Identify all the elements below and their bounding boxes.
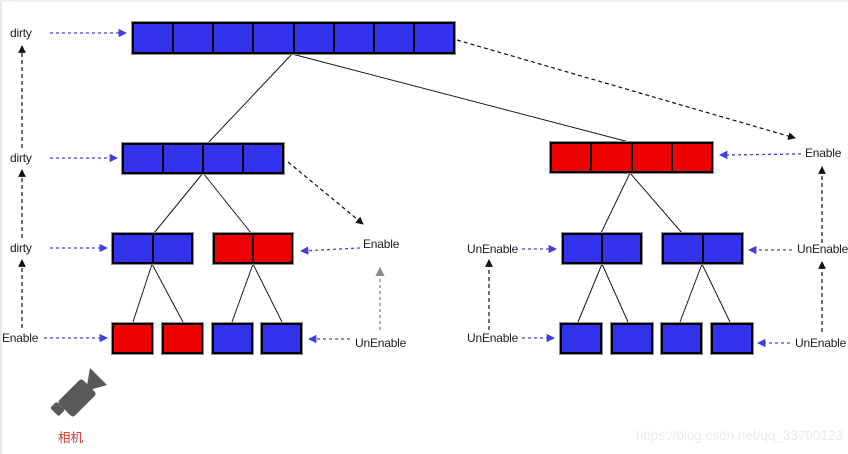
leaf-left-3: [211, 322, 254, 355]
node-cell: [242, 143, 284, 174]
node-cell: [151, 233, 193, 264]
node-cell: [711, 323, 753, 354]
label-unenable-leaf-right-b: UnEnable: [795, 336, 847, 350]
node-cell: [212, 22, 255, 54]
node-cell: [372, 22, 415, 54]
label-enable-leaf-left: Enable: [2, 331, 39, 345]
tree-edge: [291, 53, 630, 143]
node-cell: [261, 323, 302, 354]
blue-dashed-arrows: [44, 28, 802, 348]
tree-edge: [679, 263, 703, 323]
tree-edges: [132, 53, 731, 323]
enable-arrow: [299, 246, 361, 255]
watermark-text: https://blog.csdn.net/qq_33700123: [635, 428, 843, 443]
node-cell: [112, 323, 153, 354]
tree-edge: [629, 172, 683, 234]
node-cell: [412, 22, 455, 54]
node-cell: [601, 233, 642, 264]
tree-edge: [206, 53, 293, 145]
label-unenable-leaf-mid: UnEnable: [355, 336, 407, 350]
node-cell: [701, 233, 743, 264]
root-to-enable-arrow: [456, 39, 796, 140]
node-cell: [562, 233, 603, 264]
label-unenable-level3-left: UnEnable: [467, 242, 519, 256]
node-cell: [132, 22, 175, 54]
tree-edge: [701, 263, 731, 323]
tree-edge: [601, 263, 629, 323]
node-cell: [252, 22, 295, 54]
leaf-right-1: [559, 322, 603, 355]
label-dirty-level1: dirty: [10, 26, 32, 40]
leaf-right-3: [660, 322, 703, 355]
node-cell: [590, 142, 633, 173]
tree-edge: [202, 172, 252, 234]
root-node: [131, 21, 456, 55]
node-cell: [662, 233, 704, 264]
label-enable-right: Enable: [805, 146, 842, 160]
left-edge-line: [0, 0, 2, 454]
node-cell: [560, 323, 602, 354]
tree-edge: [153, 172, 204, 234]
node-cell: [212, 323, 253, 354]
level2-right-node: [549, 141, 714, 174]
leaf-right-2: [610, 322, 654, 355]
node-cell: [112, 233, 154, 264]
tree-edge: [600, 172, 631, 234]
node-cell: [162, 323, 203, 354]
node-cell: [670, 142, 713, 173]
node-cell: [252, 233, 293, 264]
tree-edge: [577, 263, 603, 323]
level3-left-node-a: [111, 232, 194, 265]
node-cell: [172, 22, 215, 54]
node-cell: [611, 323, 653, 354]
label-dirty-level3: dirty: [10, 241, 32, 255]
node-to-enable-arrow: [287, 161, 364, 225]
tree-edge: [231, 263, 254, 323]
level2-left-node: [121, 142, 285, 175]
node-cell: [550, 142, 593, 173]
level3-right-node-a: [561, 232, 643, 265]
label-unenable-leaf-right-a: UnEnable: [467, 331, 519, 345]
node-cell: [292, 22, 335, 54]
leaf-left-2: [161, 322, 204, 355]
level3-left-node-b: [212, 232, 294, 265]
enable-arrow: [718, 150, 802, 160]
node-cell: [332, 22, 375, 54]
node-cell: [162, 143, 204, 174]
leaf-left-1: [111, 322, 154, 355]
node-cell: [630, 142, 673, 173]
camera-caption: 相机: [58, 431, 84, 445]
node-cell: [213, 233, 254, 264]
leaf-right-4: [710, 322, 754, 355]
label-enable-level3: Enable: [363, 237, 400, 251]
node-cell: [202, 143, 244, 174]
node-cell: [661, 323, 702, 354]
node-cell: [122, 143, 164, 174]
black-dashed-arrows: [18, 39, 826, 332]
camera-icon: [50, 368, 107, 417]
level3-right-node-b: [661, 232, 744, 265]
top-edge-line: [0, 0, 848, 2]
leaf-left-4: [260, 322, 303, 355]
label-unenable-level3-right: UnEnable: [797, 242, 848, 256]
tree-edge: [151, 263, 184, 323]
tree-edge: [252, 263, 283, 323]
label-dirty-level2: dirty: [10, 151, 32, 165]
tree-edge: [132, 263, 153, 323]
